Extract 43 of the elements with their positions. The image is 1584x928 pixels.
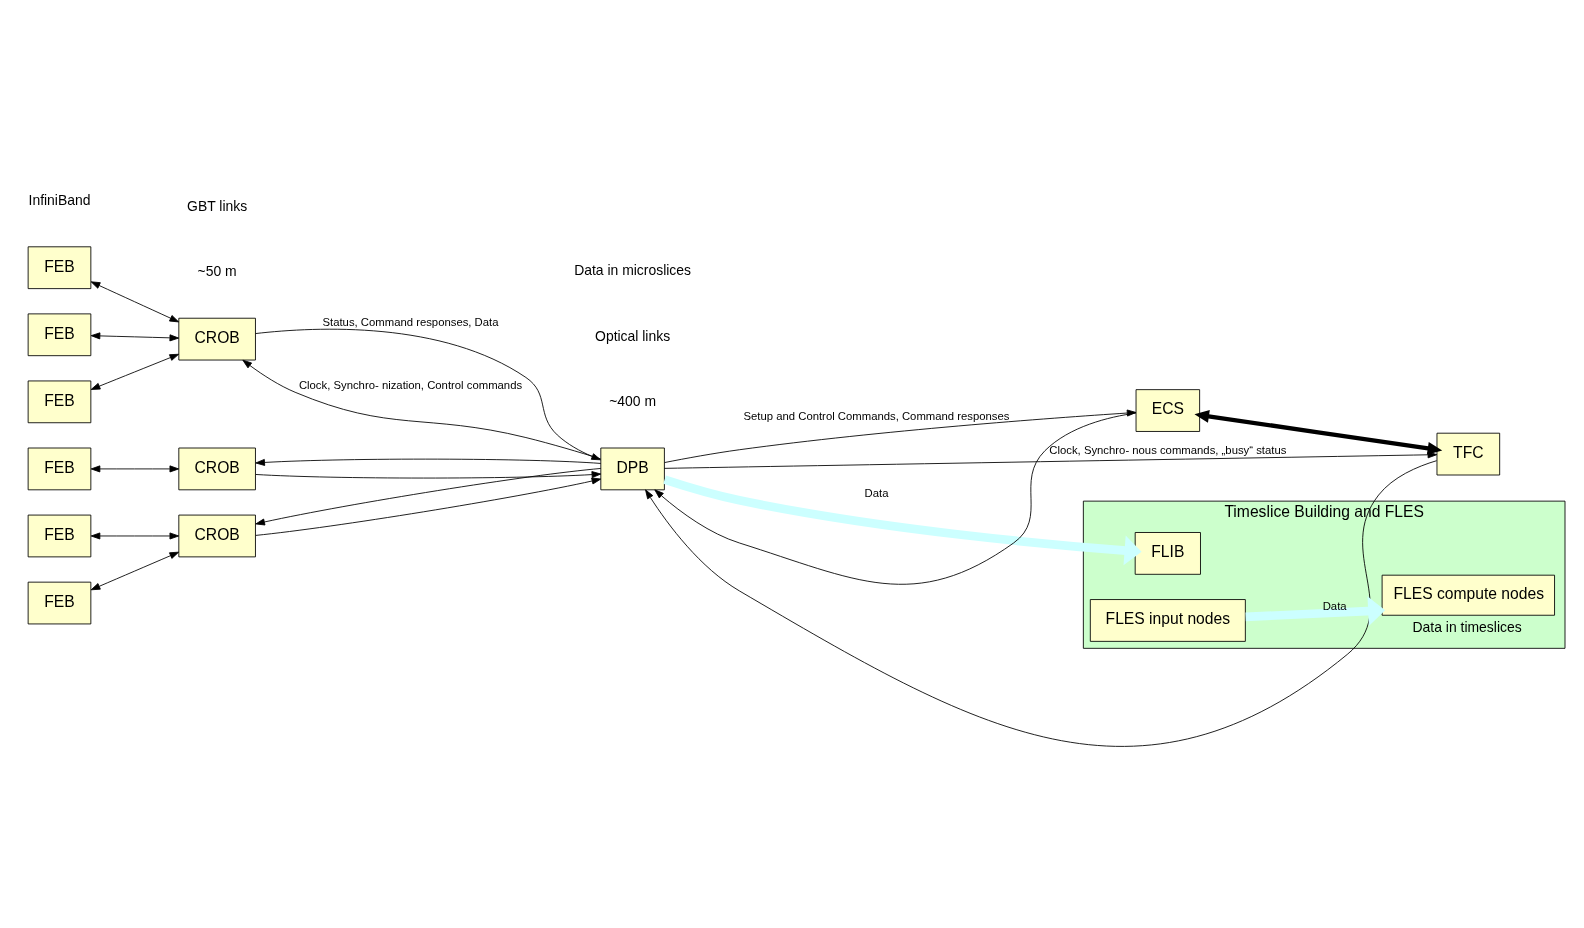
arrow [255, 471, 602, 479]
node-box: FLIB [1134, 532, 1201, 575]
node-box: ECS [1135, 389, 1201, 432]
node-box: DPB [600, 447, 665, 491]
label: InfiniBand [28, 191, 91, 208]
arrow [1194, 410, 1443, 455]
arrow [654, 412, 1137, 585]
arrow [1245, 596, 1386, 627]
label: ~400 m [609, 393, 657, 410]
label: Data in microslices [574, 262, 692, 279]
edge-label: Data [864, 487, 889, 500]
arrow [663, 475, 1142, 566]
node-box: FEB [27, 313, 92, 357]
edge-label: Clock, Synchro- nous commands, „busy“ status [1049, 444, 1287, 457]
edge-label: Data [1322, 599, 1347, 612]
node-label: Data in timeslices [1412, 618, 1522, 635]
edge-label: Clock, Synchro- nization, Control commands [298, 379, 523, 392]
edge-label: Status, Command responses, Data [322, 316, 499, 329]
label: Optical links [595, 327, 671, 344]
arrow [90, 551, 180, 591]
arrow [255, 468, 602, 526]
arrow [90, 332, 180, 342]
node-box: CROB [178, 317, 256, 361]
label: ~50 m [197, 263, 237, 280]
edge-label: Setup and Control Commands, Command responses [743, 409, 1010, 422]
label: GBT links [187, 197, 248, 214]
node-box: CROB [178, 514, 256, 558]
node-box: FEB [27, 514, 92, 558]
node-box: TFC [1436, 432, 1501, 476]
arrow [90, 532, 180, 540]
node-box: FEB [27, 246, 92, 290]
node-box: FEB [27, 581, 92, 625]
arrow [663, 451, 1438, 469]
node-box: FLES input nodes [1089, 599, 1246, 642]
arrow [90, 281, 180, 323]
node-box: CROB [178, 447, 256, 491]
arrow [90, 465, 180, 473]
node-box: FEB [27, 380, 92, 424]
arrow [255, 458, 602, 466]
arrow [255, 477, 602, 536]
node-box: FEB [27, 447, 92, 491]
arrow [645, 460, 1438, 747]
arrow [90, 353, 180, 390]
